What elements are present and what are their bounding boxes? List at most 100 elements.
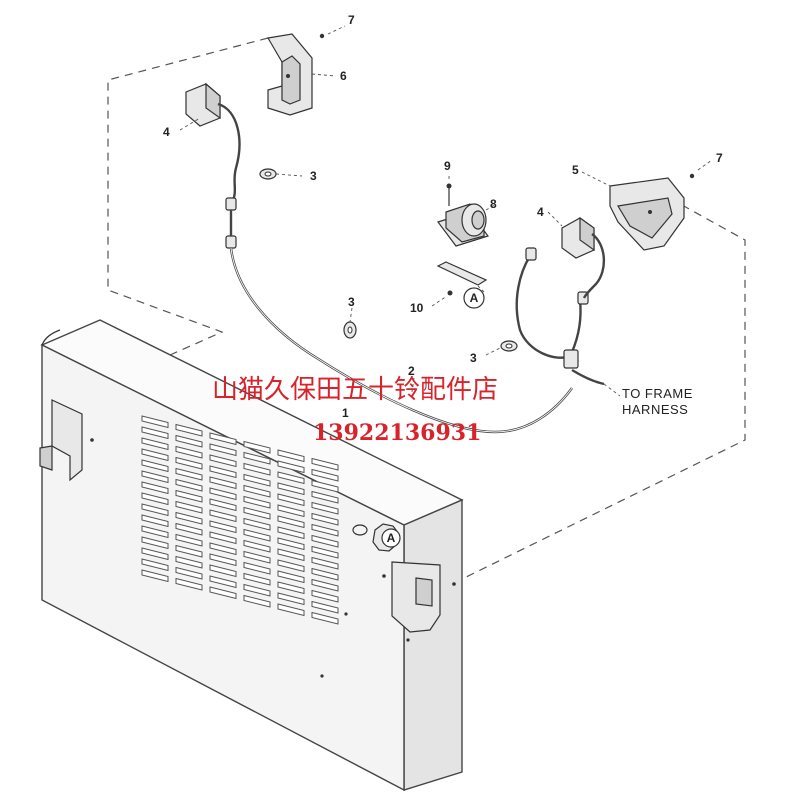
callout-10: 10 [410,301,424,315]
vent-slot [209,542,237,556]
vent-slot [277,526,305,540]
callout-9: 9 [444,159,451,173]
vent-slot [243,440,271,454]
vent-slot [209,586,237,600]
vent-slot [243,594,271,608]
vent-slot [175,511,203,525]
vent-slot [175,555,203,569]
callout-4-right: 4 [537,205,544,219]
vent-slot [311,468,339,482]
callout-7-top: 7 [348,13,355,27]
panel-ref-a: A [387,531,396,545]
wiring-harness [229,247,605,434]
vent-slot [209,564,237,578]
assembly-dashed-boundary [107,37,746,581]
vent-slot [209,520,237,534]
vent-slot [243,539,271,553]
vent-slot [243,561,271,575]
watermark-phone: 13922136931 [313,420,481,446]
vent-slot [277,603,305,617]
vent-slot [243,550,271,564]
panel-knob: A [352,523,401,552]
vent-slot [277,482,305,496]
vent-slot [243,528,271,542]
vent-slot [175,577,203,591]
vent-slot [141,503,169,517]
vent-slot [209,509,237,523]
bracket-right [609,173,695,251]
vent-slot [141,481,169,495]
vent-slot [141,558,169,572]
vent-slot [141,415,169,429]
vent-slot [277,449,305,463]
vent-slot [209,531,237,545]
vent-slot [277,581,305,595]
vent-slot [175,445,203,459]
callout-2: 2 [408,364,415,378]
vent-slot [175,456,203,470]
vent-slot [209,443,237,457]
to-frame-label-line1: TO FRAME [622,386,693,401]
vent-slot [209,575,237,589]
vent-slot [277,460,305,474]
vent-slot [141,536,169,550]
vent-slot [311,578,339,592]
vent-slot [311,457,339,471]
vent-slot [311,534,339,548]
vent-slot [141,492,169,506]
vent-slot [209,454,237,468]
vent-slot [141,459,169,473]
vent-slot [209,465,237,479]
vent-slot [209,432,237,446]
vent-slot [141,448,169,462]
vent-slot [277,504,305,518]
to-frame-label-line2: HARNESS [622,402,688,417]
vent-slot [175,434,203,448]
vent-slot [175,489,203,503]
callout-3-top: 3 [310,169,317,183]
callout-3-mid: 3 [348,295,355,309]
vent-slot [311,600,339,614]
bracket-ref-a: A [463,287,485,309]
vent-slot [243,506,271,520]
vent-slot [311,501,339,515]
vent-slot [243,517,271,531]
alarm-mount-plate [436,261,488,296]
callout-3-right: 3 [470,351,477,365]
vent-slot [175,500,203,514]
vent-slot [311,490,339,504]
callout-leaders [179,25,713,397]
callout-5: 5 [572,163,579,177]
alarm-left [185,82,241,249]
alarm-center [437,183,489,247]
clamp-mid [343,321,357,339]
vent-slot [141,437,169,451]
watermark-shop-name: 山猫久保田五十铃配件店 [212,375,498,405]
grille-panel: A [39,319,464,792]
vent-slot [141,514,169,528]
panel-left-latch [39,399,94,482]
vent-slot [243,484,271,498]
vent-slot [311,512,339,526]
vent-slot [243,462,271,476]
vent-slot [175,533,203,547]
callout-7-right: 7 [716,151,723,165]
vent-slot [277,559,305,573]
bracket-ref-a-text: A [470,291,479,305]
vent-slot [243,451,271,465]
vent-slot [311,589,339,603]
vent-slot [277,570,305,584]
alarm-right [561,216,605,299]
vent-slot [277,471,305,485]
vent-slot [175,423,203,437]
vent-slot [243,583,271,597]
vent-slot [243,495,271,509]
vent-slot [311,479,339,493]
vent-slot [277,493,305,507]
vent-slot [175,522,203,536]
vent-slot [209,553,237,567]
vent-slot [311,545,339,559]
vent-slot [175,478,203,492]
vent-slot [141,525,169,539]
